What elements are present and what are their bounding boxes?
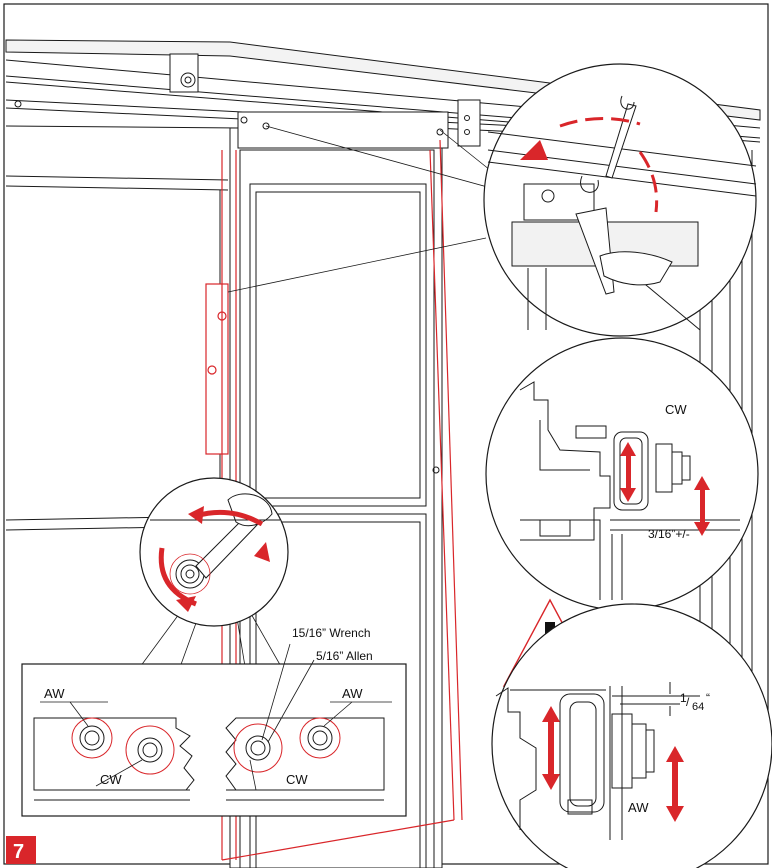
cw-roller-label: CW — [665, 402, 687, 417]
clearance-denominator: 64 — [692, 701, 704, 713]
detail-circle-aw-roller: 1 / 64 “ AW — [491, 603, 772, 868]
clearance-unit: “ — [706, 691, 710, 705]
step-badge: 7 — [6, 836, 36, 864]
allen-size-label: 5/16” Allen — [316, 649, 373, 663]
aw-label-left: AW — [44, 686, 65, 701]
adjust-range-label: 3/16”+/- — [648, 527, 690, 541]
detail-circle-adjust — [483, 63, 757, 337]
clearance-numerator: 1 — [680, 691, 687, 705]
fixed-panel — [5, 175, 229, 531]
carriage-detail-box: AW AW CW CW — [21, 643, 407, 817]
aw-label-right: AW — [342, 686, 363, 701]
step-number: 7 — [13, 841, 24, 863]
detail-circle-cw-roller: CW 3/16”+/- — [485, 337, 759, 611]
detail-circle-wrench — [139, 477, 289, 627]
svg-text:/: / — [686, 695, 690, 709]
wrench-size-label: 15/16” Wrench — [292, 626, 371, 640]
aw-roller-label: AW — [628, 800, 649, 815]
cw-rotate-arrow-icon — [188, 506, 204, 524]
rotate-arrow-icon — [520, 140, 548, 160]
ccw-rotate-arrow-icon — [254, 542, 270, 562]
cw-label-right: CW — [286, 772, 308, 787]
cw-label-left: CW — [100, 772, 122, 787]
